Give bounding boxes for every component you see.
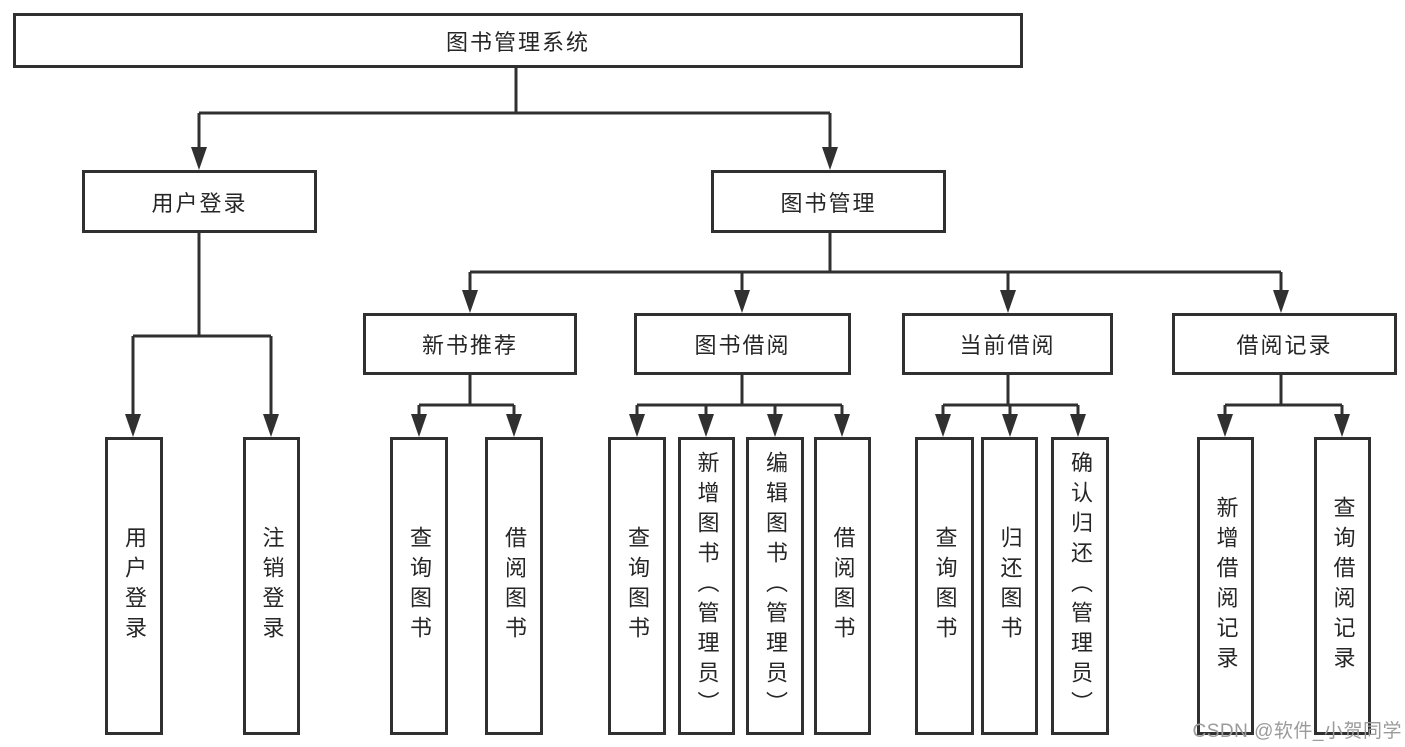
leaf-logout: 注销登录 [243, 437, 300, 735]
node-borrow-records: 借阅记录 [1172, 313, 1397, 375]
node-label: 查询借阅记录 [1330, 496, 1356, 676]
node-current-borrow: 当前借阅 [902, 313, 1113, 375]
leaf-query-book-current: 查询图书 [915, 437, 974, 735]
node-label: 查询图书 [625, 526, 650, 646]
node-new-book-recommend: 新书推荐 [363, 313, 577, 375]
node-label: 借阅记录 [1236, 333, 1333, 358]
node-label: 用户登录 [151, 190, 248, 216]
node-label: 查询图书 [407, 526, 432, 646]
node-label: 借阅图书 [830, 526, 856, 646]
leaf-add-book-admin: 新增图书（管理员） [678, 437, 735, 735]
arrowheads [125, 147, 1350, 437]
leaf-return-book: 归还图书 [981, 437, 1038, 735]
node-label: 新增借阅记录 [1213, 496, 1239, 676]
leaf-query-book-recommend: 查询图书 [390, 437, 448, 735]
leaf-borrow-book-recommend: 借阅图书 [485, 437, 543, 735]
node-label: 查询图书 [932, 526, 958, 646]
node-book-borrow: 图书借阅 [634, 313, 851, 375]
node-label: 当前借阅 [959, 333, 1056, 358]
node-label: 确认归还（管理员） [1068, 451, 1093, 721]
leaf-confirm-return-admin: 确认归还（管理员） [1051, 437, 1109, 735]
node-book-management: 图书管理 [711, 170, 946, 233]
leaf-query-borrow-record: 查询借阅记录 [1314, 437, 1371, 735]
node-label: 归还图书 [997, 526, 1023, 646]
node-label: 图书借阅 [694, 333, 791, 358]
node-label: 新书推荐 [421, 333, 518, 358]
leaf-query-book-borrow: 查询图书 [608, 437, 666, 735]
leaf-add-borrow-record: 新增借阅记录 [1197, 437, 1254, 735]
node-label: 用户登录 [122, 526, 147, 646]
node-label: 图书管理 [780, 190, 877, 216]
csdn-watermark: CSDN @软件_小贺同学 [1192, 721, 1402, 742]
node-user-login: 用户登录 [82, 170, 317, 233]
node-label: 新增图书（管理员） [694, 451, 720, 721]
node-root-library-system: 图书管理系统 [13, 13, 1023, 68]
leaf-borrow-book: 借阅图书 [814, 437, 871, 735]
node-label: 借阅图书 [502, 526, 527, 646]
leaf-user-login: 用户登录 [105, 437, 163, 735]
node-label: 图书管理系统 [445, 29, 590, 55]
leaf-edit-book-admin: 编辑图书（管理员） [746, 437, 804, 735]
node-label: 编辑图书（管理员） [763, 451, 788, 721]
node-label: 注销登录 [259, 526, 285, 646]
